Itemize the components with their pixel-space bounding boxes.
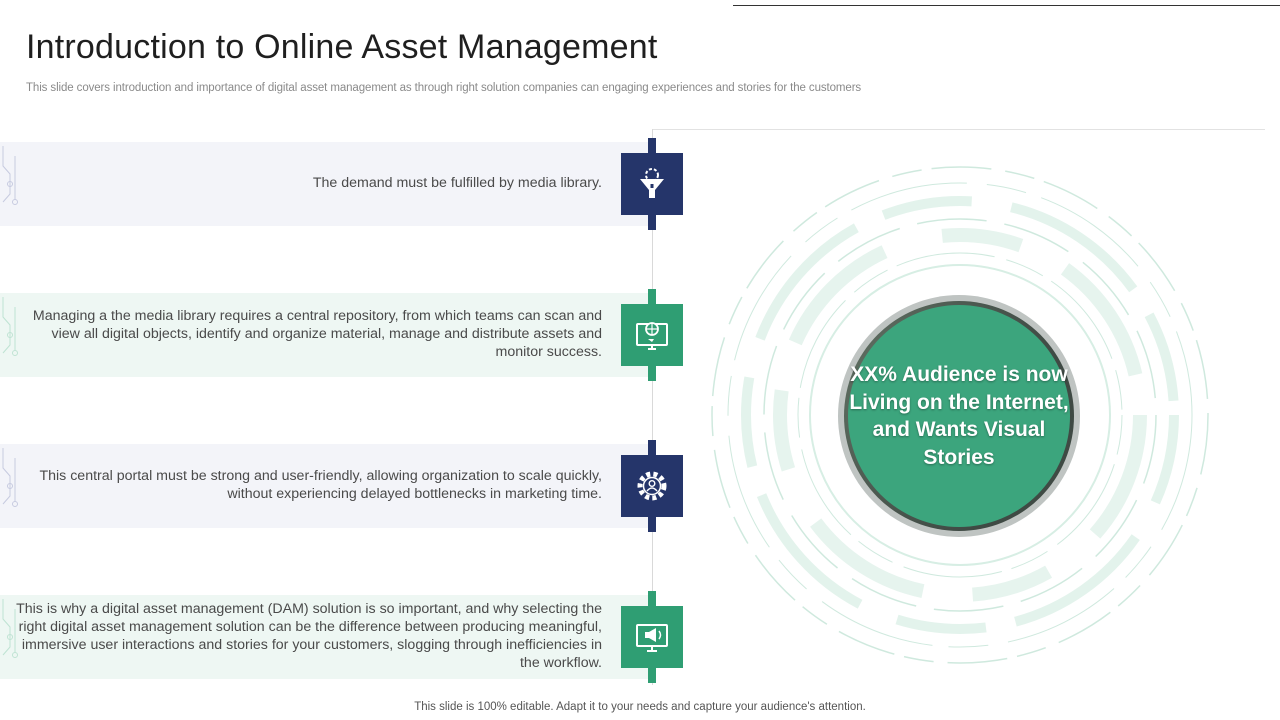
content-divider	[652, 129, 1265, 130]
circuit-decoration-icon	[2, 297, 18, 356]
list-item-1: The demand must be fulfilled by media li…	[0, 142, 652, 226]
funnel-gear-icon	[621, 153, 683, 215]
list-item-text: This is why a digital asset management (…	[16, 601, 602, 671]
circuit-decoration-icon	[2, 599, 18, 658]
list-item-text: This central portal must be strong and u…	[39, 468, 602, 502]
page-title: Introduction to Online Asset Management	[26, 28, 658, 66]
list-item-text: The demand must be fulfilled by media li…	[312, 175, 602, 192]
highlight-circle: XX% Audience is now Living on the Intern…	[848, 305, 1070, 527]
circuit-decoration-icon	[2, 146, 18, 205]
top-rule	[733, 5, 1280, 6]
footer-note: This slide is 100% editable. Adapt it to…	[414, 701, 866, 713]
highlight-text: XX% Audience is now Living on the Intern…	[849, 363, 1069, 469]
user-gear-icon	[621, 455, 683, 517]
list-item-text: Managing a the media library requires a …	[32, 308, 602, 360]
circuit-decoration-icon	[2, 448, 18, 507]
list-item-4: This is why a digital asset management (…	[0, 595, 652, 679]
timeline-line	[652, 129, 653, 685]
concentric-rings-decoration	[711, 166, 1209, 664]
list-item-3: This central portal must be strong and u…	[0, 444, 652, 528]
monitor-megaphone-icon	[621, 606, 683, 668]
monitor-globe-icon	[621, 304, 683, 366]
page-subtitle: This slide covers introduction and impor…	[26, 82, 862, 94]
list-item-2: Managing a the media library requires a …	[0, 293, 652, 377]
